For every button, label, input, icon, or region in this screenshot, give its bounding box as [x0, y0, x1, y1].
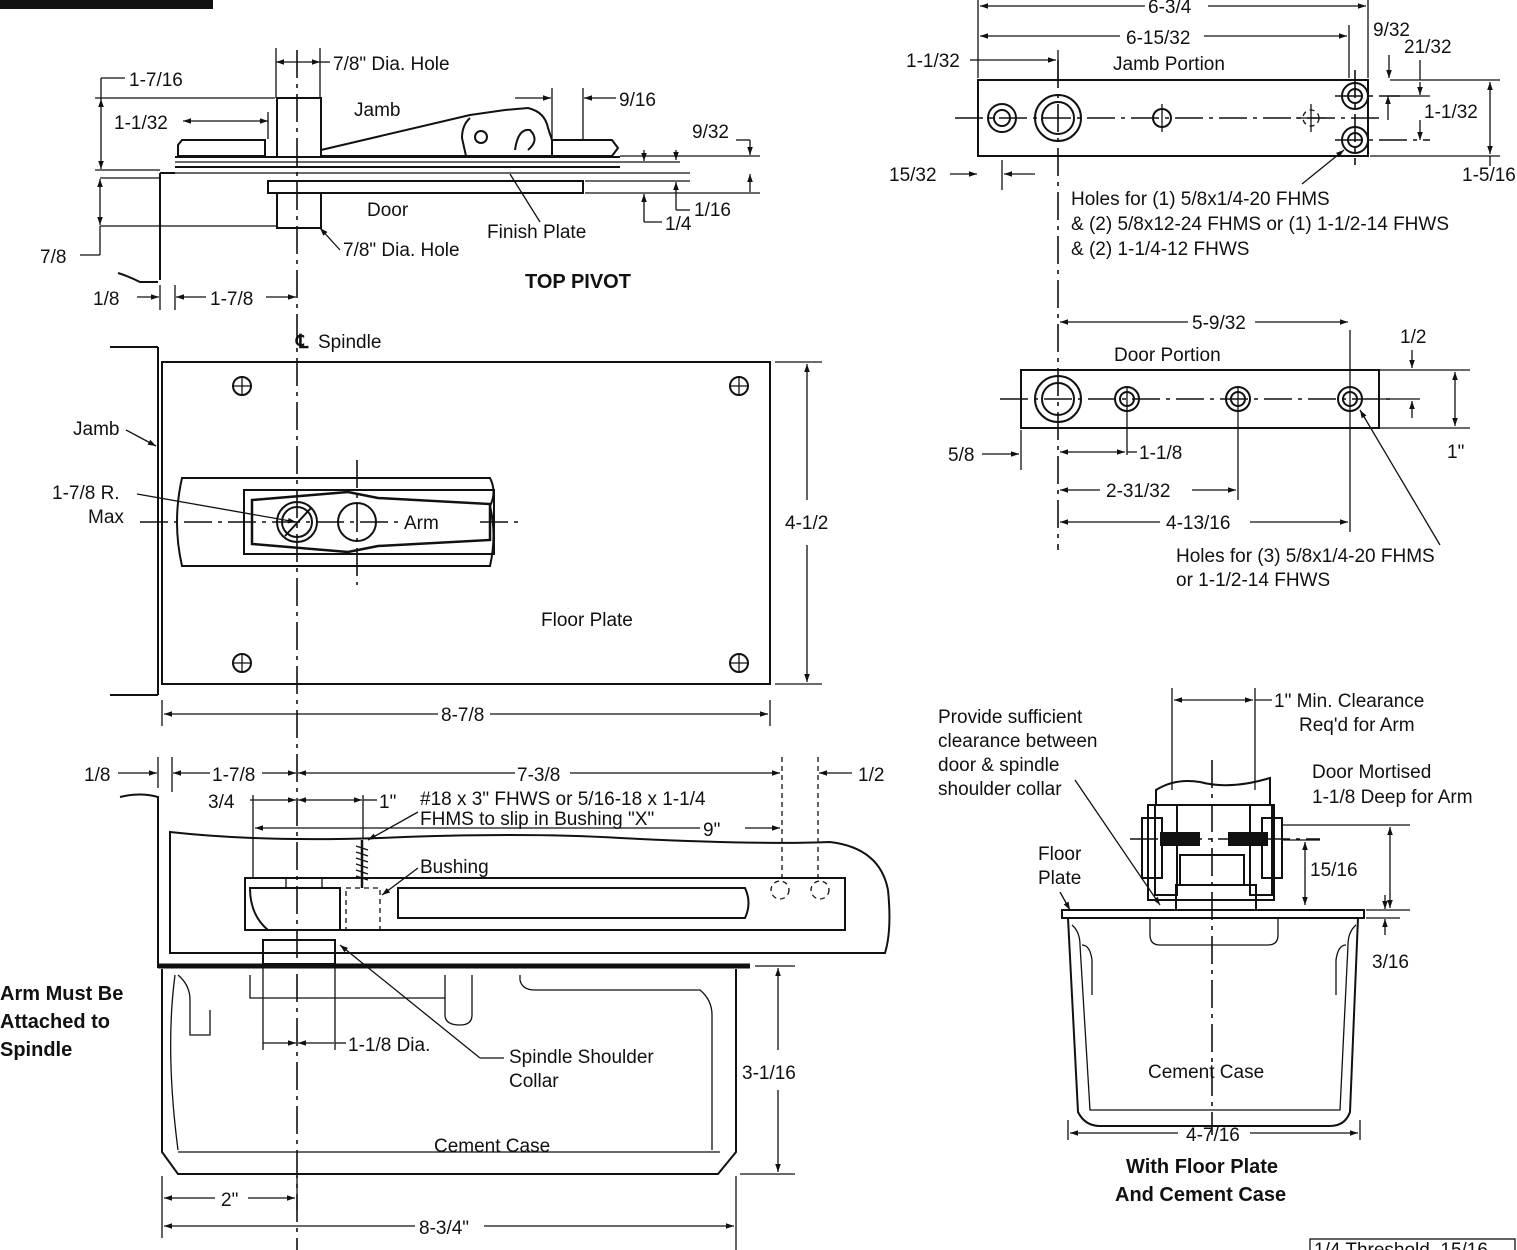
dim-9-16: 9/16: [619, 90, 656, 111]
dim-15-16: 15/16: [1310, 860, 1358, 881]
door-note-line2: or 1-1/2-14 FHWS: [1176, 570, 1330, 591]
dim-1-8-top: 1/8: [93, 289, 119, 310]
dim-4-7-16: 4-7/16: [1186, 1125, 1240, 1146]
min-clearance-line1: 1" Min. Clearance: [1274, 691, 1424, 712]
header-tab: [0, 0, 213, 9]
dim-6-3-4: 6-3/4: [1148, 0, 1192, 18]
label-floor-plate: Floor Plate: [541, 610, 633, 631]
top-pivot-view: 7/8" Dia. Hole 1-7/16 1-1/32 Jamb Door F…: [40, 48, 760, 1250]
mortise-line2: 1-1/8 Deep for Arm: [1312, 787, 1473, 808]
dim-1-7-16: 1-7/16: [129, 70, 183, 91]
dim-5-8: 5/8: [948, 445, 974, 466]
dim-7-8: 7/8: [40, 247, 66, 268]
caption-line1: With Floor Plate: [1126, 1156, 1278, 1178]
door-note-line1: Holes for (3) 5/8x1/4-20 FHMS: [1176, 546, 1435, 567]
label-jamb-plan: Jamb: [73, 419, 119, 440]
screw-note-line2: FHMS to slip in Bushing "X": [420, 809, 654, 830]
floor-plate-screw: [729, 653, 749, 673]
case-view: 1" Min. Clearance Req'd for Arm Provide …: [938, 688, 1473, 1206]
dim-1-8-section: 1/8: [84, 765, 110, 786]
corner-note: 1/4 Threshold, 15/16: [1309, 1238, 1516, 1250]
label-cement-case-section: Cement Case: [434, 1136, 550, 1157]
collar-label-line2: Collar: [509, 1071, 559, 1092]
floor-plate-view: Arm ℄ Spindle Jamb 1-7/8 R. Max Floor Pl…: [52, 332, 828, 726]
clearance-note-line4: shoulder collar: [938, 779, 1062, 800]
dim-7-3-8: 7-3/8: [517, 765, 560, 786]
dim-hole-bottom: 7/8" Dia. Hole: [343, 240, 460, 261]
dim-3-4: 3/4: [208, 792, 235, 813]
dim-1-1-32-top: 1-1/32: [114, 113, 168, 134]
floor-plate-screw: [232, 653, 252, 673]
floor-plate-label-line1: Floor: [1038, 844, 1082, 865]
door-portion-title: Door Portion: [1114, 345, 1221, 366]
floor-plate-label-line2: Plate: [1038, 868, 1081, 889]
jamb-portion-view: Jamb Portion 6-3/4 6-15/32 1-1/32 9/32 2…: [889, 0, 1516, 550]
warning-line1: Arm Must Be: [0, 983, 123, 1005]
dim-1-2-section: 1/2: [858, 765, 884, 786]
label-jamb-top: Jamb: [354, 100, 400, 121]
dim-4-1-2: 4-1/2: [785, 513, 828, 534]
dim-1-inch-section: 1": [379, 792, 396, 813]
dim-hole-top: 7/8" Dia. Hole: [333, 54, 450, 75]
label-spindle: Spindle: [318, 332, 381, 353]
corner-note-text: 1/4 Threshold, 15/16: [1314, 1240, 1488, 1250]
dim-21-32: 21/32: [1404, 37, 1452, 58]
jamb-note-line1: Holes for (1) 5/8x1/4-20 FHMS: [1071, 189, 1330, 210]
floor-plate-screw: [729, 376, 749, 396]
dim-1-5-16: 1-5/16: [1462, 165, 1516, 186]
centerline-symbol: ℄: [295, 332, 309, 353]
dim-8-7-8: 8-7/8: [441, 705, 484, 726]
clearance-note-line3: door & spindle: [938, 755, 1059, 776]
dim-1-7-8-top: 1-7/8: [210, 289, 253, 310]
label-radius: 1-7/8 R.: [52, 483, 120, 504]
caption-line2: And Cement Case: [1115, 1184, 1286, 1206]
dim-2-inch: 2": [221, 1190, 238, 1211]
collar-label-line1: Spindle Shoulder: [509, 1047, 654, 1068]
dim-1-16: 1/16: [694, 200, 731, 221]
dim-9-32-jamb: 9/32: [1373, 20, 1410, 41]
label-finish-plate: Finish Plate: [487, 222, 586, 243]
dim-2-31-32: 2-31/32: [1106, 481, 1170, 502]
dim-8-3-4: 8-3/4": [419, 1218, 469, 1239]
label-bushing: Bushing: [420, 857, 489, 878]
dim-4-13-16: 4-13/16: [1166, 513, 1230, 534]
dim-1-inch-door: 1": [1447, 442, 1464, 463]
screw-note-line1: #18 x 3" FHWS or 5/16-18 x 1-1/4: [420, 789, 706, 810]
dim-15-32: 15/32: [889, 165, 937, 186]
dim-9-inch: 9": [703, 820, 720, 841]
dim-6-15-32: 6-15/32: [1126, 28, 1190, 49]
clearance-note-line2: clearance between: [938, 731, 1098, 752]
warning-line3: Spindle: [0, 1039, 72, 1061]
top-pivot-title: TOP PIVOT: [525, 271, 631, 293]
dim-1-1-32-holes: 1-1/32: [1424, 102, 1478, 123]
jamb-note-line2: & (2) 5/8x12-24 FHMS or (1) 1-1/2-14 FHW…: [1071, 214, 1449, 235]
label-door: Door: [367, 200, 409, 221]
label-arm: Arm: [404, 513, 439, 534]
label-cement-case-case: Cement Case: [1148, 1062, 1264, 1083]
mortise-line1: Door Mortised: [1312, 762, 1431, 783]
dim-5-9-32: 5-9/32: [1192, 313, 1246, 334]
label-radius-max: Max: [88, 507, 124, 528]
section-view: 1/8 1-7/8 7-3/8 1/2 3/4 1" #18 x 3" FHWS…: [0, 757, 891, 1250]
dim-1-4: 1/4: [665, 214, 692, 235]
jamb-portion-title: Jamb Portion: [1113, 54, 1225, 75]
min-clearance-line2: Req'd for Arm: [1299, 715, 1415, 736]
dim-1-1-8-dia: 1-1/8 Dia.: [348, 1035, 430, 1056]
dim-3-1-16: 3-1/16: [742, 1063, 796, 1084]
dim-9-32-top: 9/32: [692, 122, 729, 143]
dim-1-1-8-door: 1-1/8: [1139, 443, 1182, 464]
floor-plate-screw: [232, 376, 252, 396]
warning-line2: Attached to: [0, 1011, 110, 1033]
dim-1-1-32-jamb: 1-1/32: [906, 51, 960, 72]
clearance-note-line1: Provide sufficient: [938, 707, 1083, 728]
jamb-note-line3: & (2) 1-1/4-12 FHWS: [1071, 239, 1249, 260]
dim-3-16: 3/16: [1372, 952, 1409, 973]
dim-1-7-8-section: 1-7/8: [212, 765, 255, 786]
dim-1-2-door: 1/2: [1400, 327, 1426, 348]
door-portion-view: Door Portion 5-9/32 1/2 1" 5/8 1-1/8 2-3…: [948, 313, 1470, 591]
